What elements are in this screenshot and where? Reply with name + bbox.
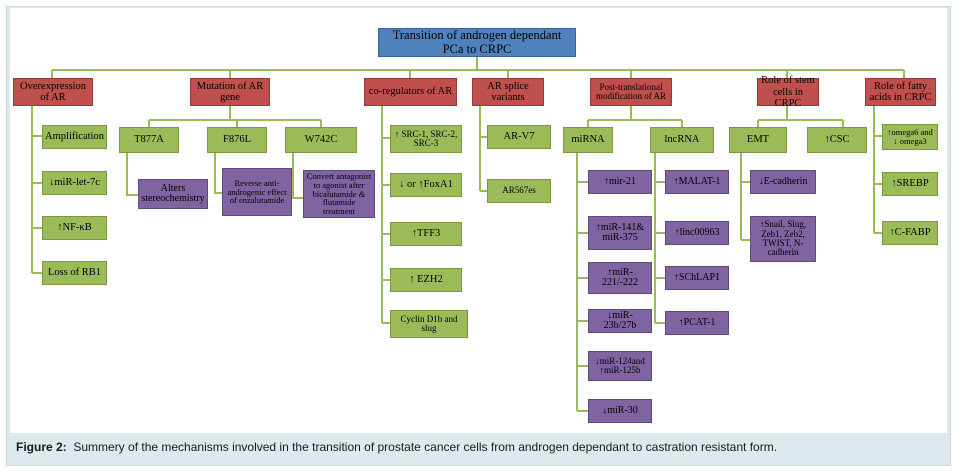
fatty-item: ↑omega6 and ↓ omega3 [882, 124, 938, 150]
mutation-item: T877A [119, 127, 179, 153]
mirna-spine [576, 153, 588, 412]
category-coregulators: co-regulators of AR [364, 78, 457, 106]
mirna-item: ↓miR-30 [588, 399, 652, 423]
lncrna-spine [654, 153, 665, 324]
caption-label: Figure 2: [16, 440, 67, 454]
mutation-effect-links [126, 153, 303, 199]
mutation-effect: Reverse anti-androgenic effect of enzalu… [222, 168, 292, 216]
mirna-item: ↑miR-141& miR-375 [588, 216, 652, 250]
emt-spine [740, 153, 750, 241]
coregulator-item: Cyclin D1b and slug [390, 310, 468, 338]
root-connector [52, 56, 904, 71]
mutation-effect: Alters stereochemistry [138, 179, 208, 209]
splice-item: AR-V7 [487, 125, 551, 149]
caption-text: Summery of the mechanisms involved in th… [73, 440, 778, 454]
category-ptm: Post-translational modification of AR [590, 78, 672, 106]
overexpression-item: Amplification [42, 125, 107, 149]
connector-lines [31, 56, 905, 412]
lncrna-item: ↑MALAT-1 [665, 170, 729, 194]
stem-bar [757, 106, 844, 127]
mutation-effect: Convert antagonist to agonist after bica… [303, 170, 375, 218]
mutation-bar [148, 106, 322, 127]
category-mutation: Mutation of AR gene [190, 78, 270, 106]
category-drops [51, 70, 905, 78]
coregulators-spine [381, 106, 390, 324]
stem-emt-header: EMT [729, 127, 787, 153]
category-splice: AR splice variants [472, 78, 544, 106]
overexpression-item: ↓miR-let-7c [42, 171, 107, 195]
fatty-spine [873, 106, 882, 234]
ptm-lncrna-header: lncRNA [650, 127, 714, 153]
lncrna-item: ↑SChLAP1 [665, 266, 729, 290]
lncrna-item: ↑PCAT-1 [665, 311, 729, 335]
emt-item: ↓E-cadherin [750, 170, 816, 194]
coregulator-item: ↑ SRC-1, SRC-2, SRC-3 [390, 125, 462, 153]
mirna-item: ↑miR-221/-222 [588, 262, 652, 294]
mirna-item: ↑mir-21 [588, 170, 652, 194]
ptm-mirna-header: miRNA [563, 127, 613, 153]
category-stem: Role of stem cells in CRPC [757, 75, 819, 109]
lncrna-item: ↑linc00963 [665, 221, 729, 245]
category-fatty: Role of fatty acids in CRPC [865, 78, 936, 106]
fatty-item: ↑C-FABP [882, 221, 938, 245]
emt-item: ↑Snail, Slug, Zeb1, Zeb2, TWIST, N-cadhe… [750, 216, 816, 262]
stem-csc-header: ↑CSC [807, 127, 867, 153]
mutation-item: W742C [285, 127, 357, 153]
overexpression-spine [31, 106, 42, 274]
coregulator-item: ↓ or ↑FoxA1 [390, 173, 462, 197]
ptm-bar [587, 106, 683, 127]
splice-item: AR567es [487, 179, 551, 203]
mirna-item: ↓miR-23b/27b [588, 309, 652, 333]
overexpression-item: Loss of RB1 [42, 261, 107, 285]
category-overexpression: Overexpression of AR [13, 78, 93, 106]
figure-caption: Figure 2: Summery of the mechanisms invo… [16, 440, 777, 454]
splice-spine [479, 106, 487, 192]
mutation-item: F876L [207, 127, 267, 153]
overexpression-item: ↑NF-κB [42, 216, 107, 240]
fatty-item: ↑SREBP [882, 172, 938, 196]
root-node: Transition of androgen dependant PCa to … [378, 28, 576, 57]
coregulator-item: ↑TFF3 [390, 222, 462, 246]
diagram-panel: Transition of androgen dependant PCa to … [10, 8, 947, 433]
mirna-item: ↓miR-124and ↑miR-125b [588, 351, 652, 381]
coregulator-item: ↑ EZH2 [390, 268, 462, 292]
